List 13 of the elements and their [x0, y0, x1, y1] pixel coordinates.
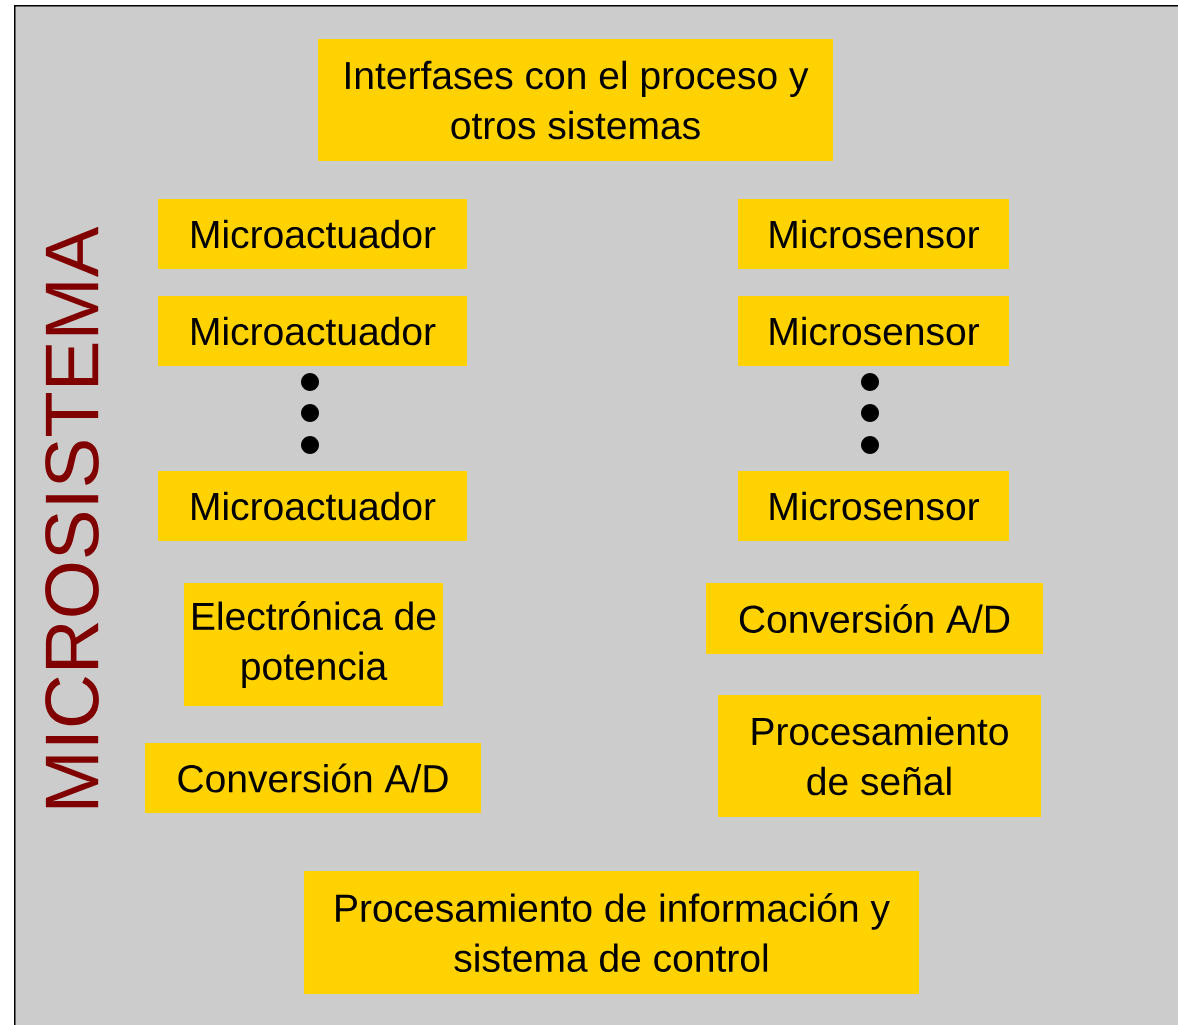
process-box: Procesamiento de información y sistema de control: [304, 871, 919, 994]
process-box: Microactuador: [158, 471, 467, 541]
process-box: Electrónica de potencia: [184, 583, 443, 706]
panel-title: MICROSISTEMA: [45, 226, 99, 808]
process-box: Microsensor: [738, 199, 1009, 269]
process-box: Microsensor: [738, 296, 1009, 366]
process-box: Microactuador: [158, 199, 467, 269]
process-box: Conversión A/D: [706, 583, 1043, 654]
process-box: Interfases con el proceso y otros sistemas: [318, 39, 833, 161]
process-box: Conversión A/D: [145, 743, 481, 813]
process-box: Procesamiento de señal: [718, 695, 1041, 817]
process-box: Microactuador: [158, 296, 467, 366]
process-box: Microsensor: [738, 471, 1009, 541]
